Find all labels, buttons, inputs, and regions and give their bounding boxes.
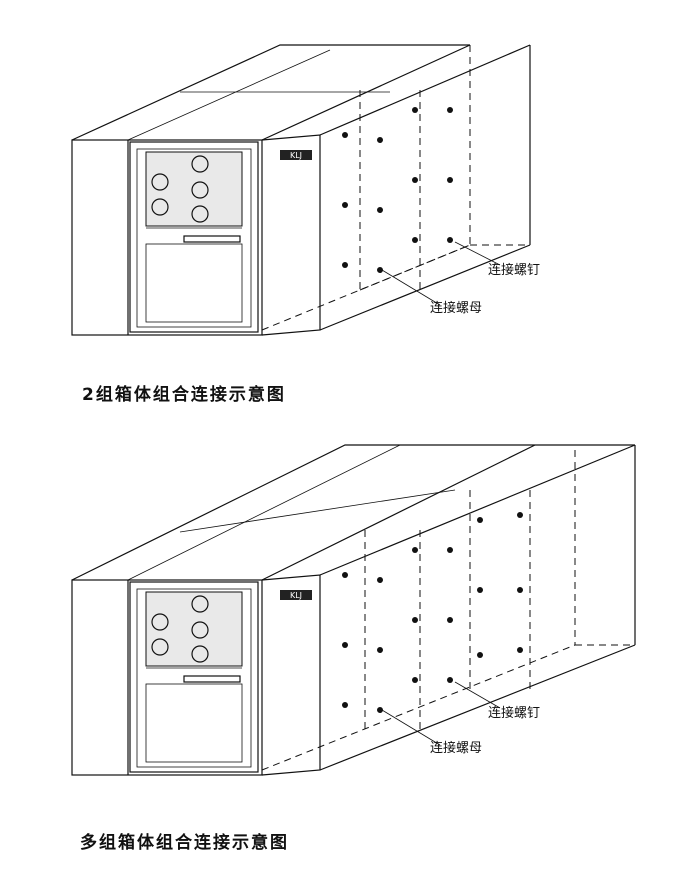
fastener-marks (342, 512, 523, 713)
door-window (145, 151, 243, 323)
panel-badge-text: KLJ (290, 151, 302, 160)
caption-multi-box: 多组箱体组合连接示意图 (80, 833, 289, 853)
label-screw: 连接螺钉 (488, 262, 540, 278)
multi-box-drawing: KLJ 连接螺钉 连接螺母 (71, 444, 636, 776)
left-box-top (71, 444, 635, 581)
label-nut: 连接螺母 (430, 740, 482, 756)
caption-two-box: 2组箱体组合连接示意图 (82, 385, 286, 405)
air-nozzles (151, 595, 209, 663)
left-box-top (71, 44, 471, 141)
figure-two-box: KLJ 连接螺钉 连接螺母 (0, 0, 680, 350)
nut-leader (381, 269, 441, 306)
nut-leader (381, 709, 441, 746)
door-handle (183, 235, 241, 243)
fastener-marks (342, 107, 453, 273)
right-box-side (261, 44, 531, 336)
right-box-side (261, 444, 636, 776)
screw-leader (454, 681, 501, 709)
figure-multi-box: KLJ 连接螺钉 连接螺母 (0, 440, 680, 790)
label-screw: 连接螺钉 (488, 705, 540, 721)
door-handle (183, 675, 241, 683)
panel-badge (280, 150, 312, 160)
left-box-front (71, 579, 263, 776)
label-nut: 连接螺母 (430, 300, 482, 316)
panel-badge (280, 590, 312, 600)
panel-badge-text: KLJ (290, 591, 302, 600)
two-box-drawing: KLJ 连接螺钉 连接螺母 (71, 44, 540, 336)
door-window (145, 591, 243, 763)
screw-leader (454, 241, 501, 266)
left-box-front (71, 139, 263, 336)
air-nozzles (151, 155, 209, 223)
